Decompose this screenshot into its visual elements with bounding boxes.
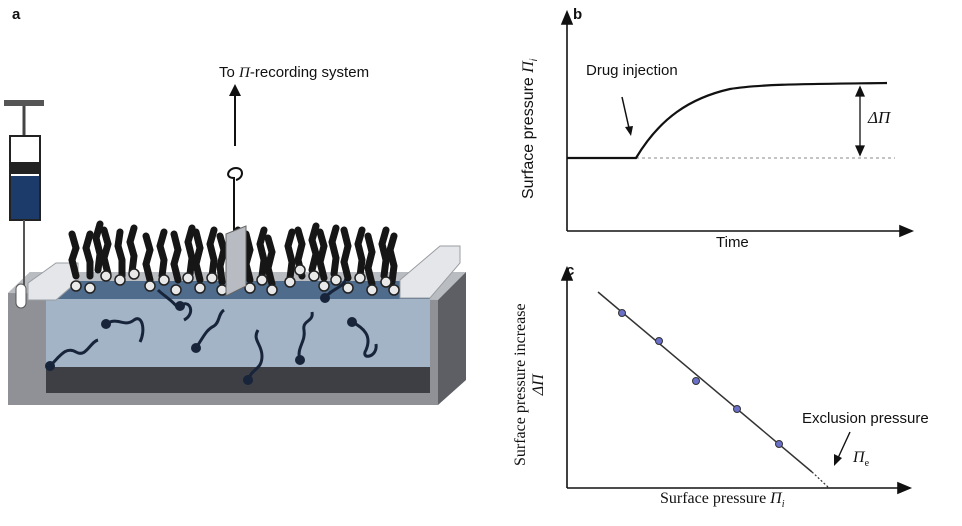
data-point — [692, 377, 700, 385]
recording-system-label: To Π-recording system — [219, 64, 369, 82]
pi-e-symbol: Π — [853, 449, 865, 466]
chart-b-xlabel: Time — [716, 234, 749, 251]
recording-suffix: -recording system — [249, 64, 370, 81]
drug-injection-arrow — [621, 96, 633, 136]
data-point — [733, 405, 741, 413]
panel-c-letter: c — [566, 262, 575, 279]
data-point — [655, 337, 663, 345]
data-point — [775, 440, 783, 448]
recording-symbol: Π — [239, 65, 250, 81]
delta-pi-arrow — [854, 85, 866, 157]
drug-heads — [45, 293, 357, 385]
syringe — [4, 100, 44, 309]
exclusion-pressure-label: Exclusion pressure — [802, 410, 929, 427]
panel-b-letter: b — [573, 6, 583, 23]
chart-c-axes — [560, 265, 913, 495]
trough-bottom — [46, 367, 430, 393]
recording-prefix: To — [219, 64, 240, 81]
pressure-time-curve — [567, 81, 888, 160]
drug-injection-label: Drug injection — [586, 62, 678, 79]
regression-extrapolation — [811, 471, 829, 488]
drug-molecules — [48, 277, 378, 381]
pi-e-sub: e — [864, 458, 870, 470]
data-point — [618, 309, 626, 317]
exclusion-pressure-arrow — [834, 431, 851, 466]
data-points — [618, 309, 783, 448]
lipid-tails — [68, 220, 398, 288]
chart-c-ylabel-line2: ΔΠ — [530, 374, 547, 396]
pi-e-label: Πe — [853, 449, 869, 469]
lipid-heads — [70, 264, 400, 296]
right-barrier — [399, 245, 461, 299]
delta-pi-label: ΔΠ — [868, 108, 891, 127]
chart-c-xlabel-sub: i — [781, 499, 785, 511]
chart-c-ylabel-line1: Surface pressure increase — [512, 303, 529, 466]
recording-arrow — [229, 84, 241, 146]
wilhelmy-plate — [225, 166, 247, 297]
panel-a-letter: a — [12, 6, 21, 23]
chart-c-xlabel-text: Surface pressure — [660, 490, 771, 507]
chart-c-xlabel: Surface pressure Πi — [660, 490, 785, 510]
chart-b-axes — [560, 9, 915, 238]
chart-c-xlabel-symbol: Π — [770, 490, 782, 507]
chart-c-ylabel: Surface pressure increase ΔΠ — [512, 303, 548, 466]
